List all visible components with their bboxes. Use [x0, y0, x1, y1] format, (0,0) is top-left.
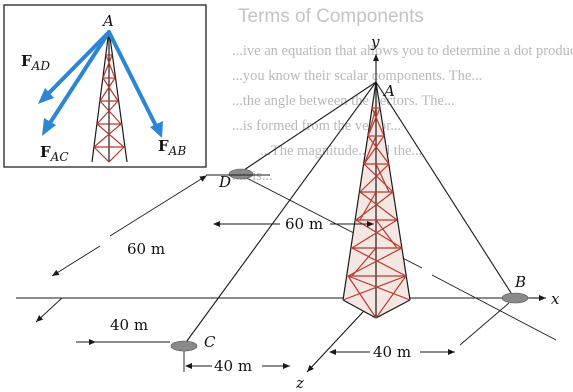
anchor-b — [501, 292, 529, 304]
dim-left-60-label: 60 m — [127, 240, 165, 258]
bg-line-1: ...ive an equation that allows you to de… — [232, 43, 573, 59]
point-d-label: D — [218, 173, 231, 191]
z-axis-label: z — [295, 374, 304, 392]
point-b-label: B — [514, 273, 526, 291]
inset-point-a: A — [101, 12, 114, 30]
dim-left-60: 60 m — [51, 175, 207, 277]
inset-label-fad: FAD — [21, 52, 50, 73]
vector-fab — [107, 30, 159, 130]
inset-panel: A FAD FAC FAB — [3, 4, 207, 168]
inset-label-fab: FAB — [158, 137, 186, 158]
x-axis-label: x — [551, 290, 560, 308]
vector-fac — [46, 30, 111, 128]
ground-line-b-ext — [431, 274, 557, 341]
vector-fad-arrowhead — [38, 88, 54, 104]
inset-tower — [91, 29, 128, 163]
inset-vectors — [38, 30, 163, 138]
inset-label-fac: FAC — [40, 143, 69, 164]
dim-top-60: 60 m — [206, 174, 374, 233]
dim-bottom-40-left-label: 40 m — [214, 357, 252, 375]
bg-heading: Terms of Components — [238, 6, 424, 27]
dim-bottom-40-right-label: 40 m — [373, 343, 411, 361]
cable-ab — [375, 81, 514, 297]
dim-bottom-40-right: 40 m — [329, 302, 510, 361]
anchor-d — [228, 168, 254, 180]
anchor-c — [170, 340, 198, 352]
bg-line-5: ...The magnitude...and the... — [260, 143, 422, 159]
y-axis-label: y — [370, 33, 380, 51]
bg-line-4: ...is formed from the vector... — [232, 118, 401, 134]
dim-left-40: 40 m — [35, 297, 170, 345]
point-c-label: C — [204, 333, 216, 351]
bg-line-3: ...the angle between the vectors. The... — [232, 93, 455, 109]
point-a-label: A — [382, 82, 395, 100]
cable-ad — [240, 81, 377, 173]
background-text: Terms of Components ...ive an equation t… — [232, 6, 573, 184]
vector-fac-arrowhead — [42, 118, 56, 136]
bg-line-2: ...you know their scalar components. The… — [232, 68, 482, 84]
dim-bottom-40-left: 40 m — [183, 351, 290, 375]
vector-fad — [44, 30, 111, 98]
cable-ac — [183, 81, 377, 346]
dim-top-60-label: 60 m — [285, 215, 323, 233]
main-tower — [342, 81, 411, 319]
dim-left-40-label: 40 m — [110, 316, 148, 334]
vector-fab-arrowhead — [150, 121, 163, 138]
